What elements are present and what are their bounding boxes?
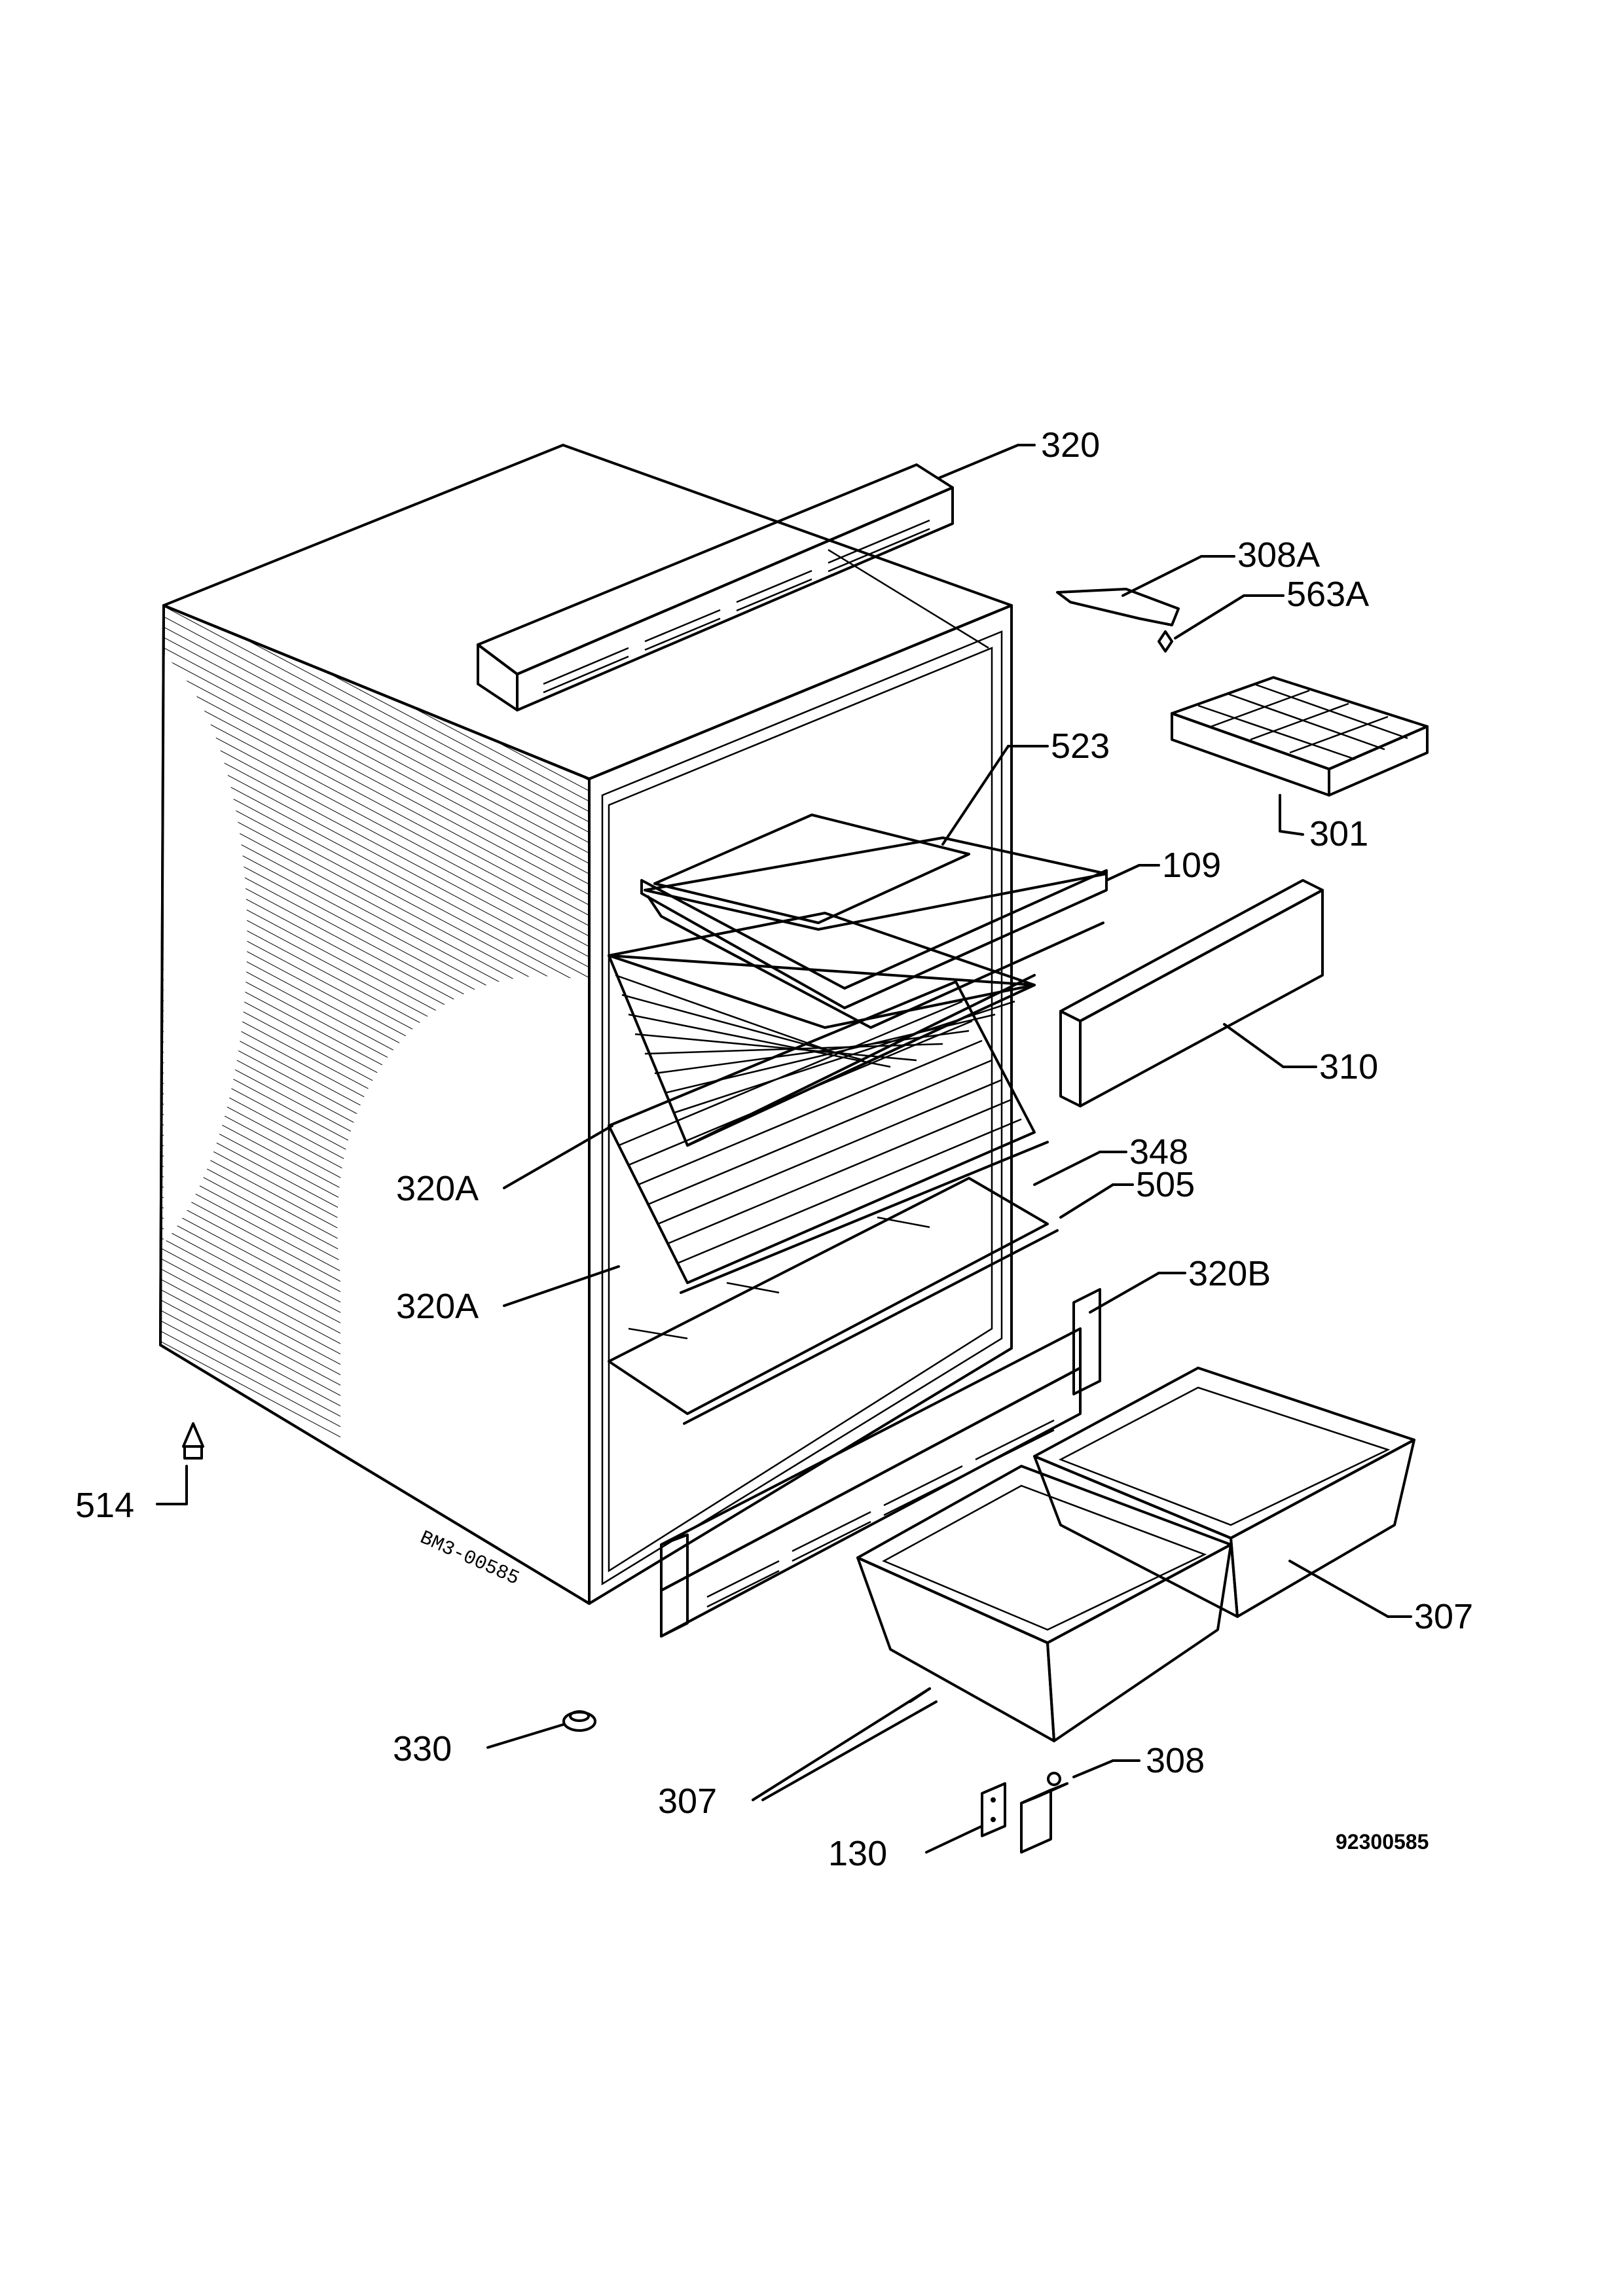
drawing-code: BM3-00585	[416, 1527, 522, 1590]
crisper-drawer-left	[856, 1465, 1232, 1742]
hinge-plate	[981, 1782, 1006, 1837]
label-310: 310	[1319, 1047, 1378, 1086]
diagram-number: 92300585	[1336, 1830, 1429, 1854]
leader-lines	[156, 444, 1412, 1854]
label-320a-upper: 320A	[396, 1169, 479, 1208]
leveling-foot	[182, 1422, 204, 1460]
label-348: 348	[1129, 1132, 1188, 1172]
label-330: 330	[393, 1729, 452, 1768]
label-505: 505	[1136, 1165, 1195, 1204]
label-308a: 308A	[1237, 535, 1320, 575]
cabinet	[159, 444, 1013, 1605]
tray-clip	[1056, 588, 1180, 626]
lower-grid-shelf	[608, 980, 1049, 1294]
side-shading	[160, 605, 589, 1440]
label-563a: 563A	[1286, 575, 1369, 614]
label-320: 320	[1041, 425, 1100, 465]
label-307-right: 307	[1414, 1597, 1473, 1636]
glass-shelf	[608, 1177, 1059, 1425]
bottom-vent-grille	[660, 1288, 1101, 1638]
ice-cube-tray	[1171, 676, 1429, 797]
drawer-front	[1059, 879, 1324, 1107]
crisper-drawer-right	[1033, 1367, 1415, 1618]
drip-tray-assembly	[640, 814, 1108, 1029]
label-320a-lower: 320A	[396, 1287, 479, 1326]
label-308: 308	[1146, 1741, 1205, 1780]
label-301: 301	[1309, 814, 1368, 853]
rubber-grommet	[562, 1710, 596, 1732]
top-vent-cover	[477, 463, 954, 711]
label-320b: 320B	[1188, 1254, 1271, 1293]
upper-grid-shelf	[608, 912, 1036, 1147]
label-523: 523	[1051, 726, 1110, 766]
hinge-bracket	[1020, 1772, 1068, 1854]
label-130: 130	[828, 1834, 887, 1873]
small-screw	[1158, 630, 1173, 653]
label-307-left: 307	[658, 1782, 717, 1821]
label-109: 109	[1162, 846, 1221, 885]
label-514: 514	[75, 1486, 134, 1525]
